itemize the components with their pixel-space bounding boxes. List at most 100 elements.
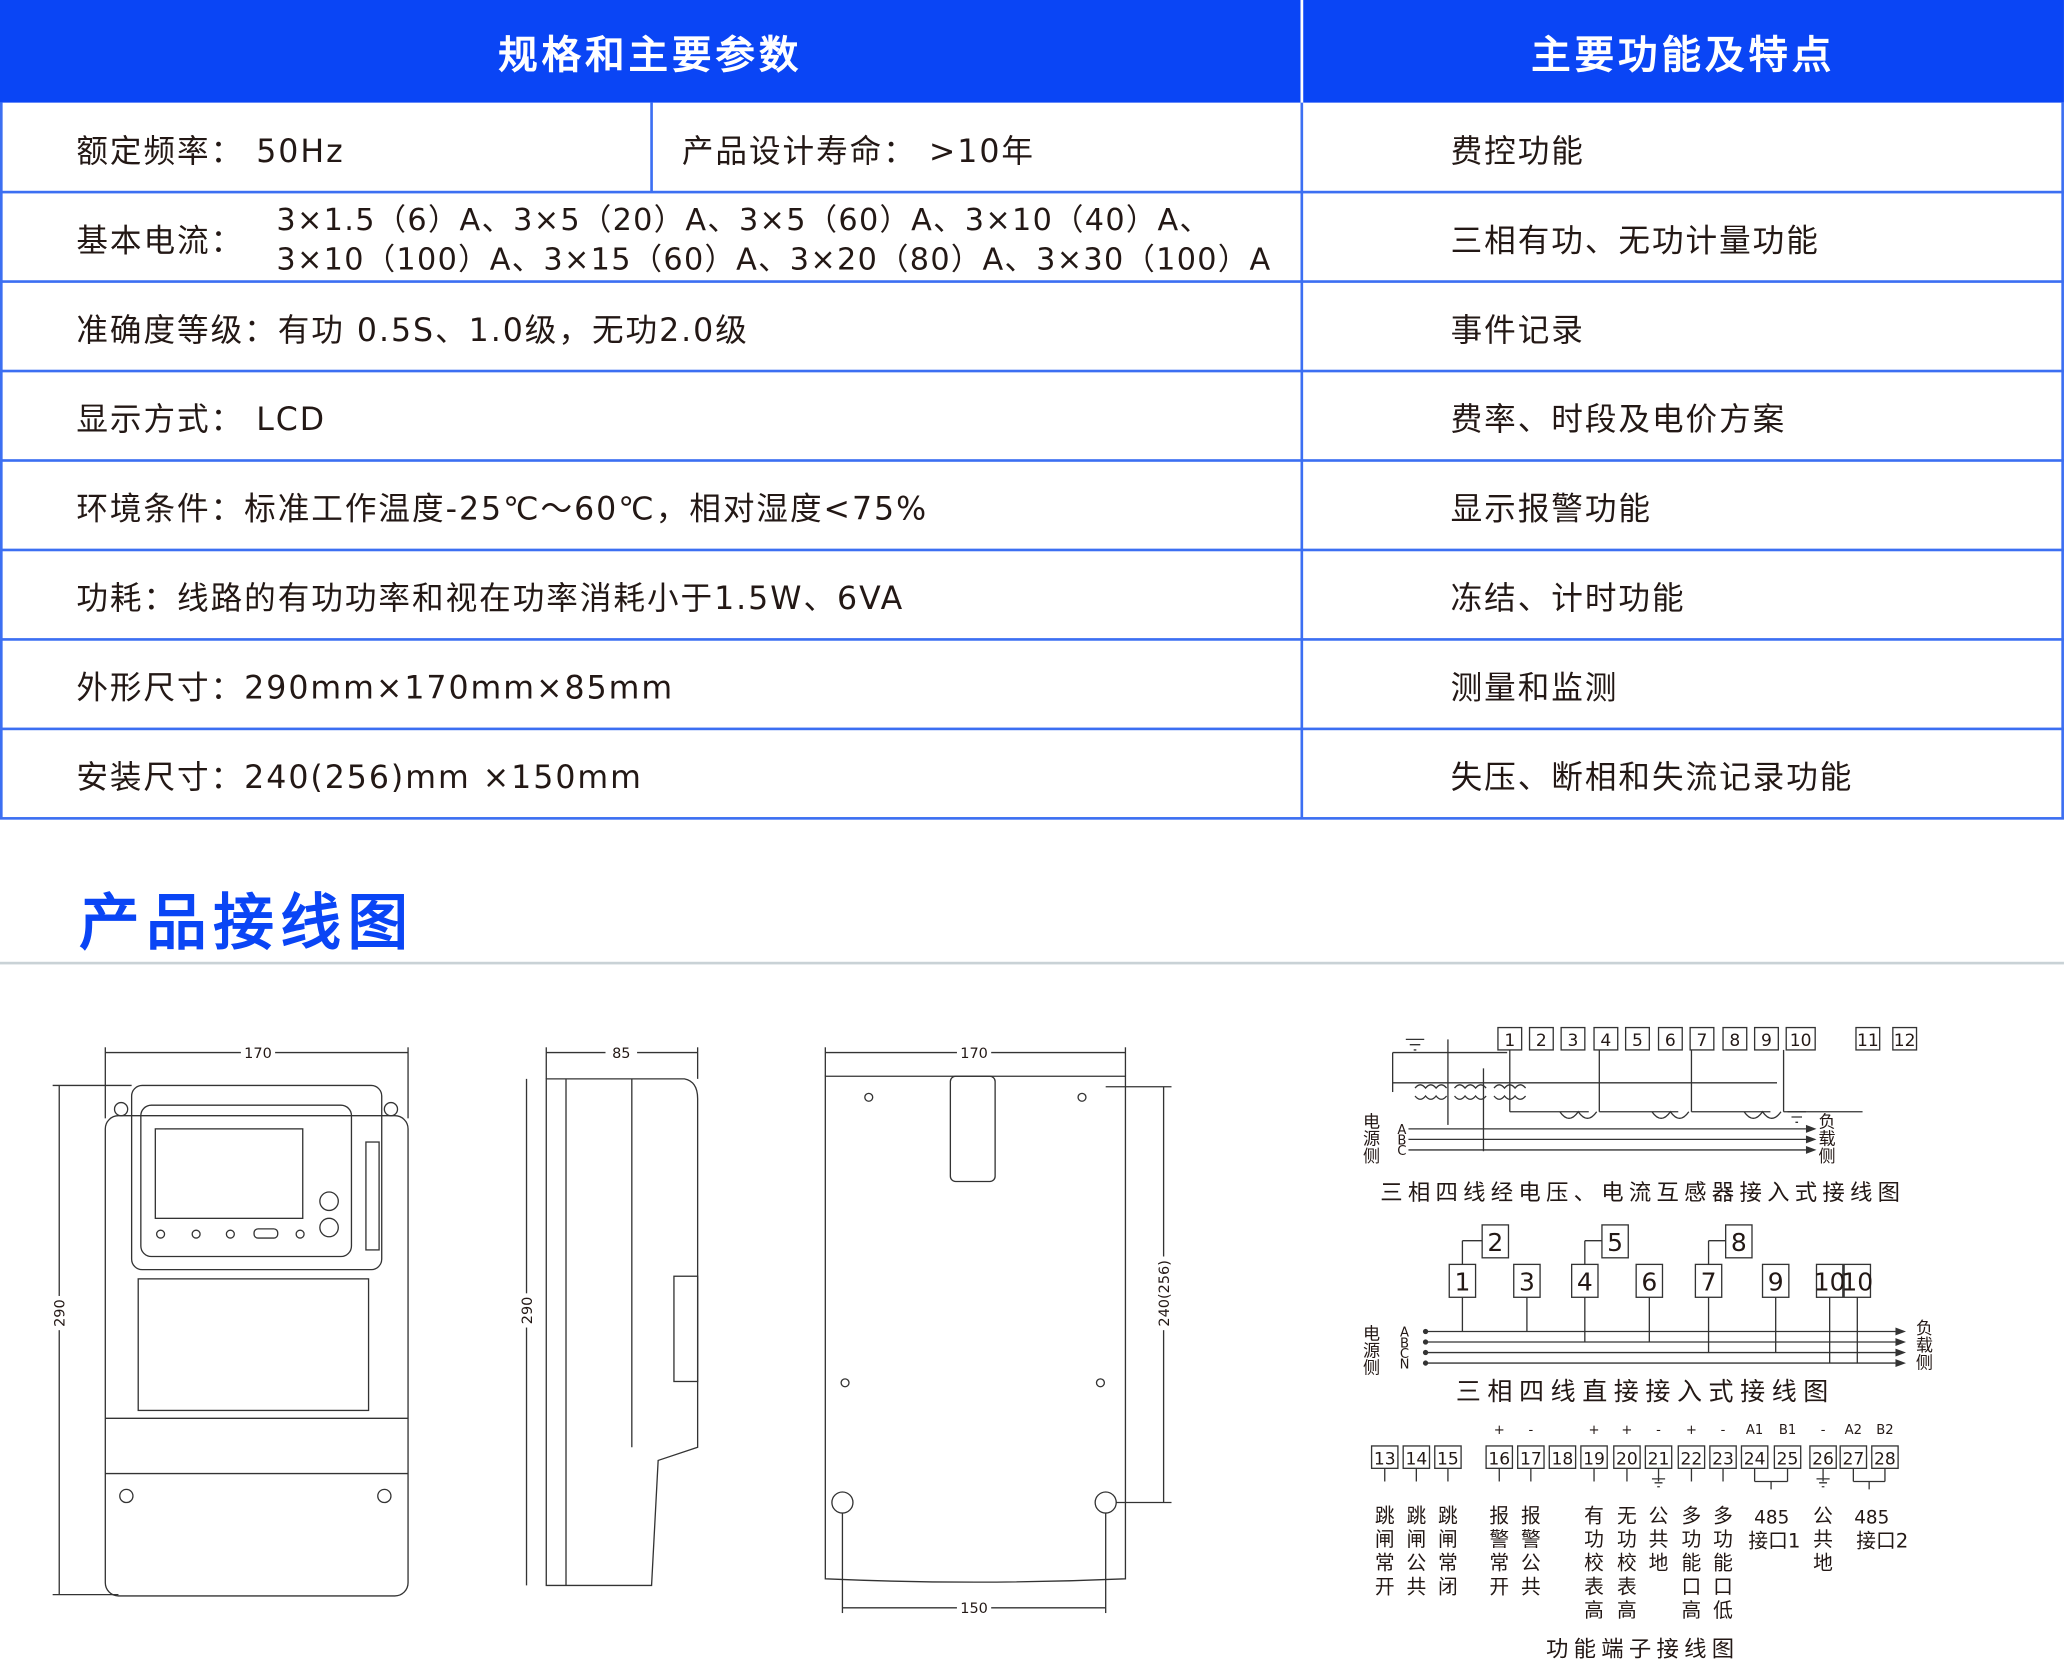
ground-icon	[1787, 1111, 1806, 1123]
terminal-label: 跳闸常开	[1374, 1503, 1395, 1599]
terminal-polarity: B2	[1876, 1423, 1893, 1438]
row-divider	[0, 459, 2064, 462]
feature-cell: 失压、断相和失流记录功能	[1450, 758, 1854, 796]
pt-coil-icon	[1493, 1084, 1527, 1100]
mount-hole	[831, 1491, 854, 1514]
terminal-box	[1855, 1026, 1881, 1051]
spec-cell: 外形尺寸：290mm×170mm×85mm	[76, 669, 675, 706]
feature-cell: 测量和监测	[1450, 669, 1619, 706]
terminal-number: 21	[1648, 1449, 1670, 1469]
row-divider	[0, 548, 2064, 551]
terminal-label: 跳闸公共	[1406, 1503, 1427, 1599]
mount-hole	[864, 1092, 874, 1102]
arrow-icon	[1895, 1338, 1907, 1346]
dim-label-width: 170	[960, 1046, 988, 1062]
terminal-label: 无功校表高	[1617, 1503, 1637, 1623]
terminal-label: 报警常开	[1489, 1503, 1510, 1599]
terminal-polarity: -	[1656, 1423, 1661, 1438]
phase-label: C	[1397, 1144, 1406, 1159]
spec-value-line2: 3×10（100）A、3×15（60）A、3×20（80）A、3×30（100）…	[276, 243, 1272, 278]
terminal-number: 3	[1568, 1031, 1579, 1051]
terminal-box	[1528, 1026, 1554, 1051]
terminal-label: 公共地	[1648, 1503, 1669, 1575]
spec-cell: 安装尺寸：240(256)mm ×150mm	[76, 758, 643, 796]
arrow-icon	[1895, 1359, 1907, 1368]
dim-label-height: 290	[52, 1299, 68, 1327]
phase-label: B	[1400, 1336, 1409, 1351]
terminal-number: 22	[1681, 1449, 1703, 1469]
terminal-number: 5	[1632, 1031, 1643, 1051]
phase-label: C	[1400, 1347, 1409, 1362]
phase-label: B	[1397, 1134, 1406, 1149]
ct-coil-icon	[1559, 1110, 1598, 1119]
terminal-number: 9	[1761, 1031, 1772, 1051]
phase-dot	[1422, 1349, 1429, 1356]
spec-cell: 产品设计寿命： >10年	[681, 132, 1035, 170]
row-divider	[0, 369, 2064, 372]
arrow-icon	[1895, 1327, 1907, 1336]
terminal-polarity: +	[1494, 1423, 1505, 1438]
terminal-polarity: A1	[1746, 1423, 1763, 1438]
feature-cell: 显示报警功能	[1450, 490, 1652, 527]
terminal-box	[1722, 1026, 1748, 1051]
dim-label-mount-height: 240(256)	[1157, 1260, 1173, 1327]
terminal-label: 多功能口高	[1681, 1503, 1702, 1623]
meter-side-body	[545, 1078, 699, 1587]
display-frame	[140, 1104, 353, 1258]
section-divider	[0, 961, 2064, 965]
diagram2-title: 三相四线直接接入式接线图	[1456, 1377, 1835, 1406]
cell-divider	[650, 102, 653, 193]
terminal-number: 16	[1488, 1449, 1510, 1469]
phase-label: N	[1400, 1357, 1410, 1372]
terminal-polarity: +	[1589, 1423, 1600, 1438]
table-border-left	[0, 102, 2, 819]
ground-icon	[1405, 1038, 1425, 1051]
terminal-polarity: +	[1621, 1423, 1632, 1438]
spec-cell: 功耗：线路的有功功率和视在功率消耗小于1.5W、6VA	[76, 579, 905, 617]
screw-icon	[119, 1488, 134, 1504]
dim-label-mount-width: 150	[960, 1601, 988, 1617]
rs485-2-label: 接口2	[1856, 1529, 1908, 1552]
terminal-polarity: -	[1821, 1423, 1826, 1438]
dim-gap	[52, 1295, 66, 1331]
terminal-number: 10	[1814, 1268, 1846, 1297]
phase-dot	[1422, 1328, 1429, 1335]
rs485-2-label: 485	[1854, 1508, 1889, 1529]
terminal-number: 4	[1600, 1031, 1611, 1051]
meter-front-top	[130, 1084, 383, 1271]
terminal-polarity: -	[1721, 1423, 1726, 1438]
terminal-number: 20	[1616, 1449, 1638, 1469]
mount-hole	[1094, 1491, 1117, 1514]
screw-icon	[113, 1101, 129, 1117]
phase-dot	[1422, 1339, 1429, 1345]
mount-hole	[1095, 1378, 1106, 1388]
feature-cell: 费控功能	[1450, 132, 1585, 170]
button-icon	[319, 1217, 339, 1238]
terminal-number: 13	[1374, 1449, 1396, 1469]
ir-port	[253, 1228, 279, 1239]
spec-cell: 额定频率： 50Hz	[76, 132, 345, 170]
terminal-box	[1689, 1026, 1715, 1051]
feature-cell: 冻结、计时功能	[1450, 579, 1686, 617]
terminal-number: 10	[1790, 1031, 1812, 1051]
ground-icon	[1816, 1478, 1830, 1488]
feature-cell: 费率、时段及电价方案	[1450, 400, 1787, 438]
spec-cell: 显示方式： LCD	[76, 400, 327, 438]
indicator-led	[225, 1229, 235, 1239]
terminal-box	[1753, 1026, 1779, 1051]
terminal-number: 15	[1437, 1449, 1459, 1469]
row-divider	[0, 280, 2064, 283]
terminal-number: 5	[1607, 1228, 1623, 1257]
terminal-number: 18	[1552, 1449, 1574, 1469]
terminal-number: 3	[1519, 1268, 1535, 1297]
row-divider	[0, 817, 2064, 820]
terminal-number: 7	[1697, 1031, 1708, 1051]
terminal-number: 6	[1641, 1268, 1657, 1297]
terminal-number: 6	[1665, 1031, 1676, 1051]
dim-gap	[956, 1601, 992, 1615]
indicator-led	[191, 1229, 201, 1239]
ground-icon	[1651, 1478, 1666, 1488]
lcd-screen	[154, 1128, 304, 1219]
